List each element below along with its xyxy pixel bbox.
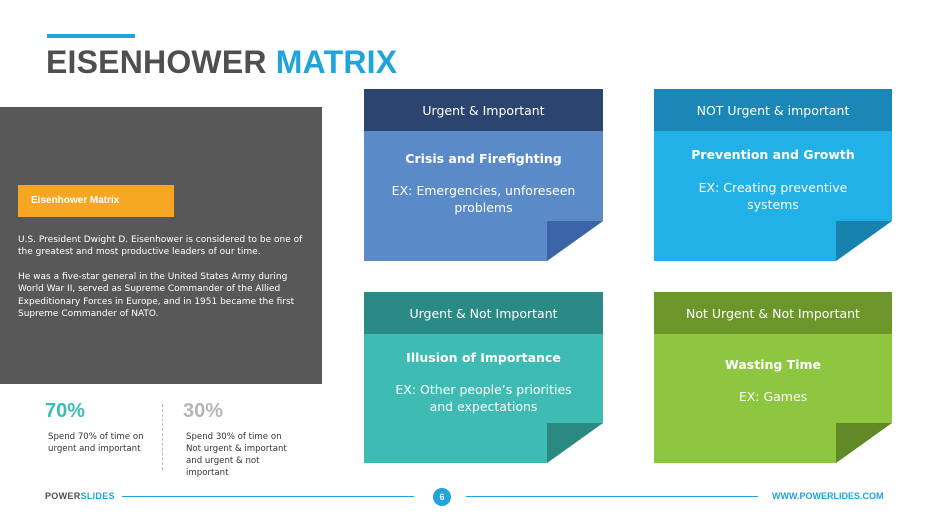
quadrant-description: EX: Other people’s priorities and expect… <box>395 382 572 414</box>
panel-paragraph-2: He was a five-star general in the United… <box>18 272 295 320</box>
stat-percent-1: 70% <box>45 400 86 422</box>
footer-brand-part-2: SLIDES <box>80 491 115 501</box>
page-number: 6 <box>433 488 451 506</box>
quadrant-description: EX: Creating preventive systems <box>698 180 848 212</box>
quadrant-not-urgent-not-important: Not Urgent & Not Important Wasting Time … <box>654 292 892 463</box>
footer-line-right <box>466 496 758 497</box>
stat-block-2: 30% Spend 30% of time on Not urgent & im… <box>183 400 298 479</box>
quadrant-title: Illusion of Importance <box>406 350 561 365</box>
quadrant-title: Wasting Time <box>725 357 821 372</box>
stat-percent-2: 30% <box>183 400 224 422</box>
stat-description-2: Spend 30% of time on Not urgent & import… <box>186 432 287 478</box>
left-info-panel: Eisenhower Matrix U.S. President Dwight … <box>0 107 322 384</box>
stat-description-1: Spend 70% of time on urgent and importan… <box>48 432 144 454</box>
panel-badge: Eisenhower Matrix <box>18 185 174 217</box>
quadrant-urgent-important: Urgent & Important Crisis and Firefighti… <box>364 89 603 261</box>
quadrant-not-urgent-important: NOT Urgent & important Prevention and Gr… <box>654 89 892 261</box>
quadrant-body: Prevention and Growth EX: Creating preve… <box>654 131 892 261</box>
quadrant-urgent-not-important: Urgent & Not Important Illusion of Impor… <box>364 292 603 463</box>
stat-divider <box>162 404 163 470</box>
quadrant-header: Urgent & Not Important <box>364 292 603 334</box>
footer-website: WWW.POWERLIDES.COM <box>772 491 884 501</box>
panel-paragraph-1: U.S. President Dwight D. Eisenhower is c… <box>18 235 303 258</box>
quadrant-title: Crisis and Firefighting <box>405 151 562 166</box>
footer-brand: POWERSLIDES <box>45 491 115 501</box>
quadrant-description: EX: Games <box>738 389 808 404</box>
quadrant-header: NOT Urgent & important <box>654 89 892 131</box>
slide-title: EISENHOWER MATRIX <box>46 44 397 81</box>
title-part-2: MATRIX <box>275 44 398 80</box>
quadrant-description: EX: Emergencies, unforeseen problems <box>391 183 576 215</box>
quadrant-header: Not Urgent & Not Important <box>654 292 892 334</box>
footer-line-left <box>122 496 414 497</box>
quadrant-header: Urgent & Important <box>364 89 603 131</box>
title-part-1: EISENHOWER <box>46 44 267 80</box>
quadrant-body: Illusion of Importance EX: Other people’… <box>364 334 603 463</box>
quadrant-body: Wasting Time EX: Games <box>654 334 892 463</box>
quadrant-body: Crisis and Firefighting EX: Emergencies,… <box>364 131 603 261</box>
title-accent-bar <box>47 34 135 38</box>
quadrant-title: Prevention and Growth <box>691 147 855 162</box>
stat-block-1: 70% Spend 70% of time on urgent and impo… <box>45 400 165 455</box>
footer-brand-part-1: POWER <box>45 491 81 501</box>
